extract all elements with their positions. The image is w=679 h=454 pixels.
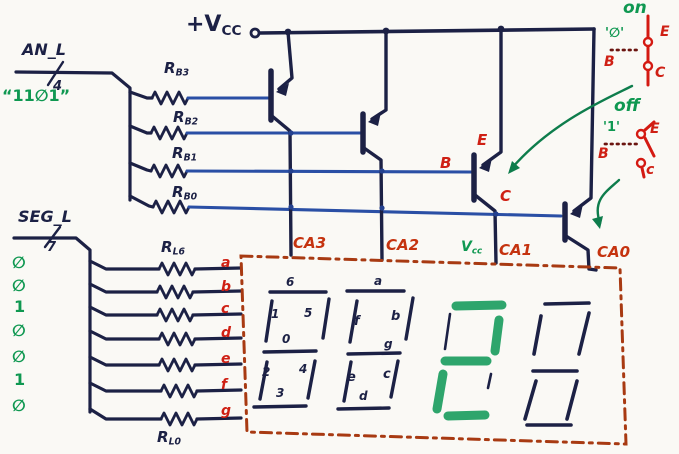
annotation-arrow-on — [508, 84, 634, 174]
digit2-label-c: c — [383, 367, 391, 382]
emitter-arrow — [479, 158, 492, 172]
display-module-box — [239, 254, 628, 446]
on-switch-title: on — [623, 0, 647, 18]
vcc-supply-label: +VCC — [186, 12, 242, 39]
emitter-arrow — [368, 112, 381, 126]
digit1-label-b: 5 — [304, 306, 313, 320]
digit1-label-d: 3 — [276, 386, 285, 400]
transistor-ca1-symbol — [471, 27, 503, 265]
resistor-rl6 — [157, 261, 197, 277]
digit2-segments — [336, 289, 415, 411]
resistor-label-rb3: RB3 — [164, 59, 190, 79]
segment-bus-width: 7 — [47, 240, 57, 255]
segment-letter-f: f — [221, 377, 228, 393]
on-switch-logic: '∅' — [605, 26, 625, 41]
on-switch-collector: C — [655, 65, 666, 81]
digit3-segments-off — [443, 312, 493, 390]
bus-slash-seg — [43, 225, 62, 249]
seg-bit-3: ∅ — [12, 321, 26, 340]
resistor-label-rb1: RB1 — [172, 144, 198, 164]
switch-dotted-leaders — [603, 48, 643, 146]
anode-bus-value: “11∅1” — [2, 86, 71, 105]
resistor-label-rl0: RL0 — [157, 428, 181, 448]
annotation-arrow-off — [592, 178, 621, 229]
digit3-segments-on — [432, 300, 507, 421]
off-switch-title: off — [614, 96, 640, 116]
segment-bus-wires — [12, 225, 243, 427]
off-switch-logic: '1' — [603, 120, 621, 135]
segment-letter-b: b — [221, 279, 232, 295]
resistor-rb0 — [151, 199, 191, 215]
base-lines — [185, 96, 563, 218]
digit2-label-a: a — [374, 274, 383, 288]
seg-bit-2: 1 — [14, 297, 26, 316]
segment-letter-a: a — [221, 255, 231, 271]
on-switch-base: B — [604, 54, 615, 70]
digit4-segments — [523, 301, 591, 427]
seg-bit-1: ∅ — [12, 276, 26, 295]
seg-bit-6: ∅ — [12, 396, 26, 415]
transistor-base-label: B — [440, 154, 452, 172]
arrowhead — [592, 216, 603, 229]
pin-label-ca2: CA2 — [386, 236, 420, 254]
segment-bus-label: SEG_L — [18, 207, 72, 226]
on-switch-emitter: E — [660, 24, 670, 40]
pin-label-vcc: Vcc — [461, 239, 483, 257]
digit1-label-g: 0 — [282, 332, 291, 346]
off-switch-base: B — [598, 146, 609, 162]
seg-bit-4: ∅ — [12, 347, 26, 366]
transistor-collector-label: C — [500, 187, 512, 205]
transistor-ca3-symbol — [268, 30, 294, 257]
wire-crossing-blobs — [288, 130, 499, 217]
vcc-rail — [249, 27, 596, 39]
vcc-terminal-circle — [249, 27, 261, 39]
emitter-arrow — [276, 83, 289, 96]
off-switch-emitter: E — [650, 121, 660, 137]
digit1-label-e: 2 — [262, 365, 271, 379]
seg-bit-0: ∅ — [12, 253, 26, 272]
resistor-rb1 — [149, 163, 189, 179]
digit2-label-b: b — [391, 309, 401, 324]
bus-slash-an — [46, 60, 65, 87]
segment-letter-g: g — [221, 403, 232, 419]
pin-label-ca1: CA1 — [499, 241, 533, 259]
resistor-rb2 — [149, 125, 189, 141]
digit1-label-c: 4 — [299, 362, 308, 376]
segment-letter-d: d — [221, 325, 232, 341]
digit2-label-f: f — [354, 314, 360, 329]
resistor-label-rl6: RL6 — [161, 238, 185, 258]
seg-bit-5: 1 — [14, 370, 26, 389]
digit1-label-a: 6 — [286, 275, 295, 289]
digit1-label-f: 1 — [271, 307, 280, 321]
transistor-ca0-symbol — [562, 27, 598, 272]
digit2-label-d: d — [359, 389, 368, 403]
on-switch-graphic — [642, 14, 654, 87]
resistor-label-rb0: RB0 — [172, 183, 198, 203]
resistor-rb3 — [150, 90, 190, 106]
transistor-emitter-label: E — [477, 131, 488, 149]
pin-label-ca0: CA0 — [597, 243, 631, 261]
resistor-rl0 — [159, 411, 199, 427]
digit2-label-e: e — [347, 370, 356, 385]
off-switch-collector: c — [646, 162, 655, 178]
anode-bus-width: 4 — [53, 79, 63, 94]
resistor-label-rb2: RB2 — [173, 108, 199, 128]
transistor-ca2-symbol — [360, 29, 388, 262]
off-switch-graphic — [635, 120, 656, 179]
anode-bus-label: AN_L — [22, 40, 66, 59]
segment-letter-e: e — [221, 351, 231, 367]
emitter-arrow — [570, 204, 583, 218]
digit1-segments — [252, 290, 331, 409]
digit2-label-g: g — [384, 337, 393, 351]
segment-letter-c: c — [221, 301, 230, 317]
arrowhead — [508, 161, 520, 174]
anode-bus-wires — [14, 60, 191, 215]
pin-label-ca3: CA3 — [293, 234, 327, 252]
